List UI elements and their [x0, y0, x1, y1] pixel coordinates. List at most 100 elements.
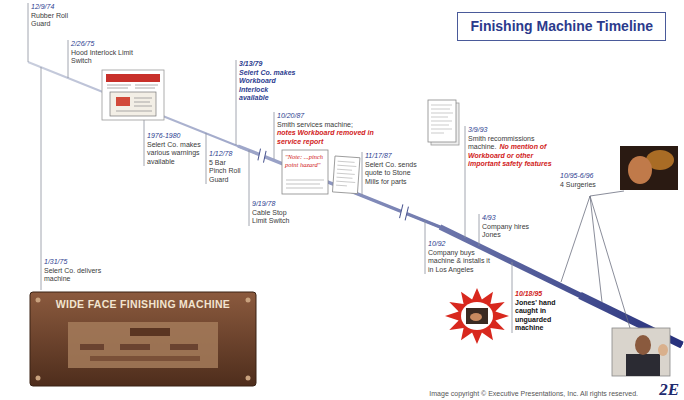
event-date: 10/18/95: [515, 290, 571, 299]
event-text: 5 Bar Pinch Roll Guard: [209, 159, 245, 185]
quote-document: [332, 156, 359, 194]
event-date: 11/17/87: [365, 152, 425, 161]
nameplate-photo: [30, 292, 256, 386]
event-date: 9/19/78: [252, 200, 294, 209]
event-label: 10/20/87Smith services machine;notes Wor…: [277, 112, 395, 146]
fan-line: [590, 196, 602, 302]
timeline-bar: [28, 62, 682, 345]
plate-screw: [246, 376, 251, 381]
photo-frame: [620, 146, 678, 190]
nameplate-mark: [120, 344, 150, 350]
nameplate: [30, 292, 256, 386]
event-date: 10/95-6/96: [560, 172, 616, 181]
plate-screw: [36, 298, 41, 303]
event-text: Hood Interlock Limit Switch: [71, 49, 133, 66]
event-label: 11/17/87Selert Co. sends quote to Stone …: [365, 152, 425, 186]
event-label: 2/26/75Hood Interlock Limit Switch: [71, 40, 133, 66]
report-scribble: [286, 180, 324, 188]
photo-frame: [612, 328, 670, 376]
tick-line: [41, 67, 42, 290]
fan-line: [590, 191, 624, 196]
warning-text: notes Workboard removed in service repor…: [277, 129, 395, 146]
event-label: 1/31/75Selert Co. delivers machine: [44, 258, 104, 284]
event-label: 10/95-6/964 Surgeries: [560, 172, 616, 189]
starburst-core: [461, 302, 493, 330]
accident-image: [466, 308, 488, 324]
copyright-text: Image copyright © Executive Presentation…: [429, 389, 638, 398]
tick-line: [479, 214, 480, 246]
handwritten-note: "Note: ...pinch point hazard": [285, 153, 326, 168]
fan-line: [590, 196, 630, 328]
event-text: Selert Co. makes various warnings availa…: [147, 141, 205, 167]
nameplate-panel: [68, 322, 218, 368]
warning-diagram: [110, 92, 156, 116]
event-label: 3/9/93Smith recommissions machine.No men…: [468, 126, 564, 169]
nameplate-mark: [90, 356, 200, 361]
event-label: 4/93Company hires Jones: [482, 214, 532, 240]
break-stroke: [398, 204, 411, 220]
event-date: 1/12/78: [209, 150, 245, 159]
warning-banner: [106, 74, 160, 82]
event-text: Jones' hand caught in unguarded machine: [515, 299, 571, 333]
tick-line: [68, 40, 69, 78]
break-gap: [398, 204, 410, 221]
quote-scribble: [336, 161, 357, 186]
jones-photo: [612, 328, 670, 376]
event-label: 10/92Company buys machine & installs it …: [428, 240, 494, 274]
event-text: Rubber Roll Guard: [31, 12, 69, 29]
timeline-bar: [440, 227, 682, 345]
event-date: 3/9/93: [468, 126, 564, 135]
nameplate-mark: [130, 328, 170, 336]
event-date: 1976-1980: [147, 132, 205, 141]
nameplate-mark: [80, 344, 104, 350]
tick-line: [512, 262, 513, 333]
report-page: [282, 150, 328, 194]
tick-line: [206, 133, 207, 184]
note-label: "Note: ...pinch point hazard": [285, 153, 326, 168]
copyright-label: Image copyright © Executive Presentation…: [429, 389, 638, 398]
service-report: [282, 150, 328, 194]
starburst: [445, 288, 509, 344]
photo-body: [626, 354, 660, 376]
tick-line: [274, 112, 275, 159]
warning-print: [116, 98, 152, 111]
event-text: Company hires Jones: [482, 223, 532, 240]
tick-line: [28, 3, 29, 62]
warning-print: [107, 85, 158, 88]
timeline-bar: [238, 146, 682, 345]
recommission-papers: [428, 100, 459, 145]
fan-lines: [561, 191, 630, 328]
event-date: 4/93: [482, 214, 532, 223]
timeline-bar: [28, 62, 682, 345]
title-box: Finishing Machine Timeline: [457, 12, 666, 41]
event-text: Selert Co. makes Workboard Interlock ava…: [239, 69, 299, 103]
fan-line: [561, 196, 590, 282]
paper-page: [428, 100, 456, 142]
event-text: Selert Co. delivers machine: [44, 267, 104, 284]
event-date: 10/92: [428, 240, 494, 249]
event-date: 3/13/79: [239, 60, 299, 69]
event-label: 12/9/74Rubber Roll Guard: [31, 3, 69, 29]
paper-scribble: [431, 105, 453, 133]
nameplate-mark: [170, 344, 198, 350]
event-date: 2/26/75: [71, 40, 133, 49]
diagram-title: Finishing Machine Timeline: [470, 18, 653, 35]
logo-text: 2E: [659, 380, 679, 400]
plate-screw: [246, 298, 251, 303]
tick-line: [362, 152, 363, 195]
event-label: 10/18/95Jones' hand caught in unguarded …: [515, 290, 571, 333]
photo-head: [635, 335, 651, 355]
warnings-picture: [102, 70, 164, 120]
accident-photo: [445, 288, 509, 344]
break-mark: [397, 203, 410, 221]
break-stroke: [256, 149, 268, 163]
event-date: 10/20/87: [277, 112, 395, 121]
event-label: 9/19/78Cable Stop Limit Switch: [252, 200, 294, 226]
plate-screw: [36, 376, 41, 381]
tick-line: [249, 150, 250, 226]
nameplate-text: WIDE FACE FINISHING MACHINE: [34, 298, 252, 311]
tick-lines: [28, 3, 512, 333]
event-date: 1/31/75: [44, 258, 104, 267]
event-label: 1976-1980Selert Co. makes various warnin…: [147, 132, 205, 166]
